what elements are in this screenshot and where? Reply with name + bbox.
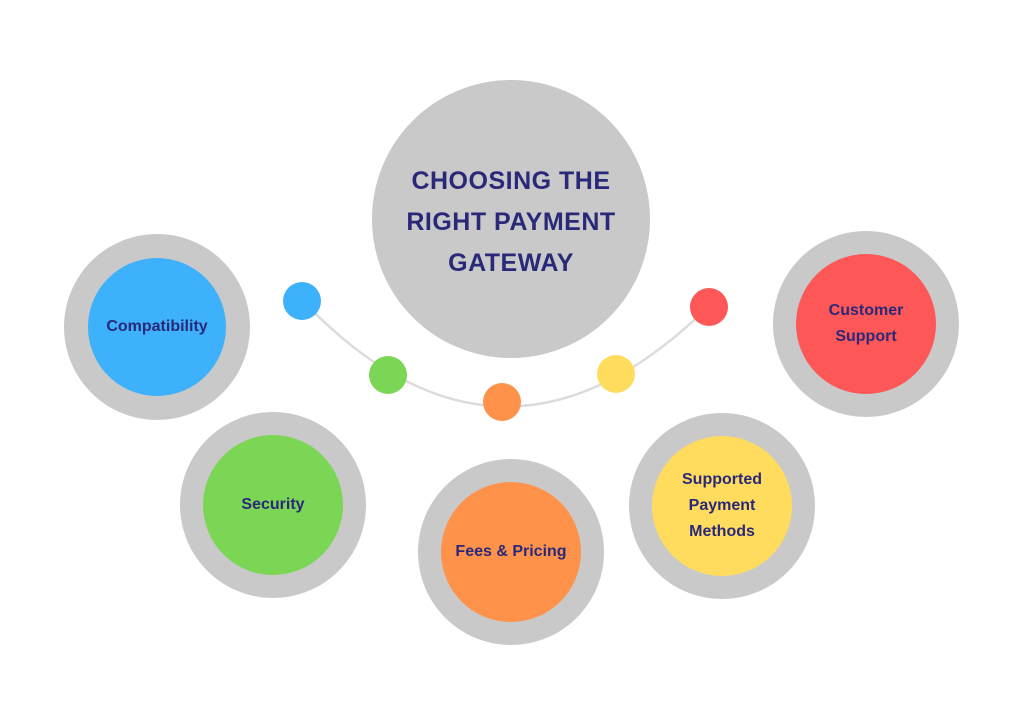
dot-yellow — [597, 355, 635, 393]
node-fees-pricing-circle: Fees & Pricing — [441, 482, 581, 622]
dot-blue — [283, 282, 321, 320]
node-security-circle: Security — [203, 435, 343, 575]
node-customer-support-circle: Customer Support — [796, 254, 936, 394]
node-fees-pricing: Fees & Pricing — [418, 459, 604, 645]
center-topic-circle: CHOOSING THE RIGHT PAYMENT GATEWAY — [372, 80, 650, 358]
node-fees-pricing-label: Fees & Pricing — [455, 543, 567, 560]
node-compatibility-circle: Compatibility — [88, 258, 226, 396]
node-supported-payment-methods: Supported Payment Methods — [629, 413, 815, 599]
node-compatibility: Compatibility — [64, 234, 250, 420]
dot-red — [690, 288, 728, 326]
node-supported-payment-methods-label: Supported Payment Methods — [682, 471, 762, 540]
node-security-label: Security — [241, 496, 305, 513]
node-customer-support: Customer Support — [773, 231, 959, 417]
dot-orange — [483, 383, 521, 421]
dot-green — [369, 356, 407, 394]
node-compatibility-label: Compatibility — [106, 318, 208, 335]
node-supported-payment-methods-circle: Supported Payment Methods — [652, 436, 792, 576]
center-title: CHOOSING THE RIGHT PAYMENT GATEWAY — [406, 166, 616, 277]
node-customer-support-label: Customer Support — [828, 302, 904, 345]
node-security: Security — [180, 412, 366, 598]
